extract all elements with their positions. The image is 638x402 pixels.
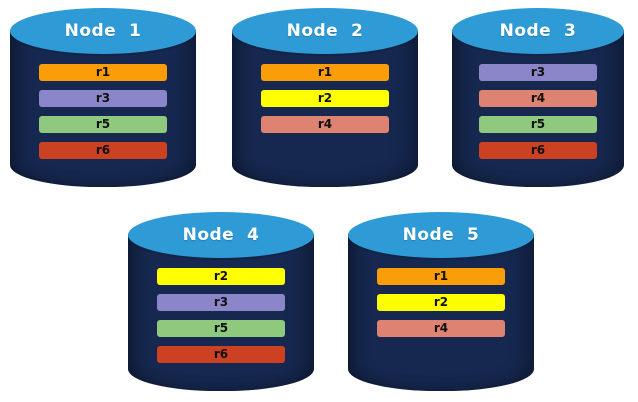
shard-item[interactable]: r6: [38, 142, 168, 159]
shard-item[interactable]: r4: [260, 116, 390, 133]
node-cylinder-1[interactable]: Node 1 r1 r3 r5 r6: [10, 8, 196, 187]
shard-item[interactable]: r6: [478, 142, 598, 159]
shard-item[interactable]: r5: [156, 320, 286, 337]
cylinder-top-disc: [128, 212, 314, 258]
shard-item[interactable]: r3: [478, 64, 598, 81]
cylinder-body: [232, 30, 418, 187]
shard-item[interactable]: r1: [260, 64, 390, 81]
node-title: Node 1: [64, 21, 142, 41]
shard-item[interactable]: r2: [376, 294, 506, 311]
node-cylinder-4[interactable]: Node 4 r2 r3 r5 r6: [128, 212, 314, 391]
shard-list: r1 r2 r4: [232, 64, 418, 133]
shard-list: r1 r2 r4: [348, 268, 534, 337]
shard-list: r2 r3 r5 r6: [128, 268, 314, 363]
node-title: Node 5: [402, 225, 480, 245]
shard-item[interactable]: r4: [376, 320, 506, 337]
cylinder-body: [10, 30, 196, 187]
shard-item[interactable]: r5: [478, 116, 598, 133]
shard-item[interactable]: r2: [156, 268, 286, 285]
shard-item[interactable]: r1: [376, 268, 506, 285]
cylinder-body: [452, 30, 624, 187]
cylinder-top-disc: [452, 8, 624, 54]
shard-item[interactable]: r5: [38, 116, 168, 133]
node-title: Node 2: [286, 21, 364, 41]
shard-item[interactable]: r1: [38, 64, 168, 81]
shard-item[interactable]: r2: [260, 90, 390, 107]
cylinder-body: [128, 234, 314, 391]
shard-list: r1 r3 r5 r6: [10, 64, 196, 159]
shard-item[interactable]: r4: [478, 90, 598, 107]
node-title: Node 4: [182, 225, 260, 245]
shard-item[interactable]: r3: [156, 294, 286, 311]
node-cylinder-2[interactable]: Node 2 r1 r2 r4: [232, 8, 418, 187]
cylinder-body: [348, 234, 534, 391]
cylinder-top-disc: [232, 8, 418, 54]
node-cylinder-3[interactable]: Node 3 r3 r4 r5 r6: [452, 8, 624, 187]
cylinder-top-disc: [348, 212, 534, 258]
node-cylinder-5[interactable]: Node 5 r1 r2 r4: [348, 212, 534, 391]
cylinder-top-disc: [10, 8, 196, 54]
shard-item[interactable]: r6: [156, 346, 286, 363]
shard-item[interactable]: r3: [38, 90, 168, 107]
node-title: Node 3: [499, 21, 577, 41]
shard-list: r3 r4 r5 r6: [452, 64, 624, 159]
